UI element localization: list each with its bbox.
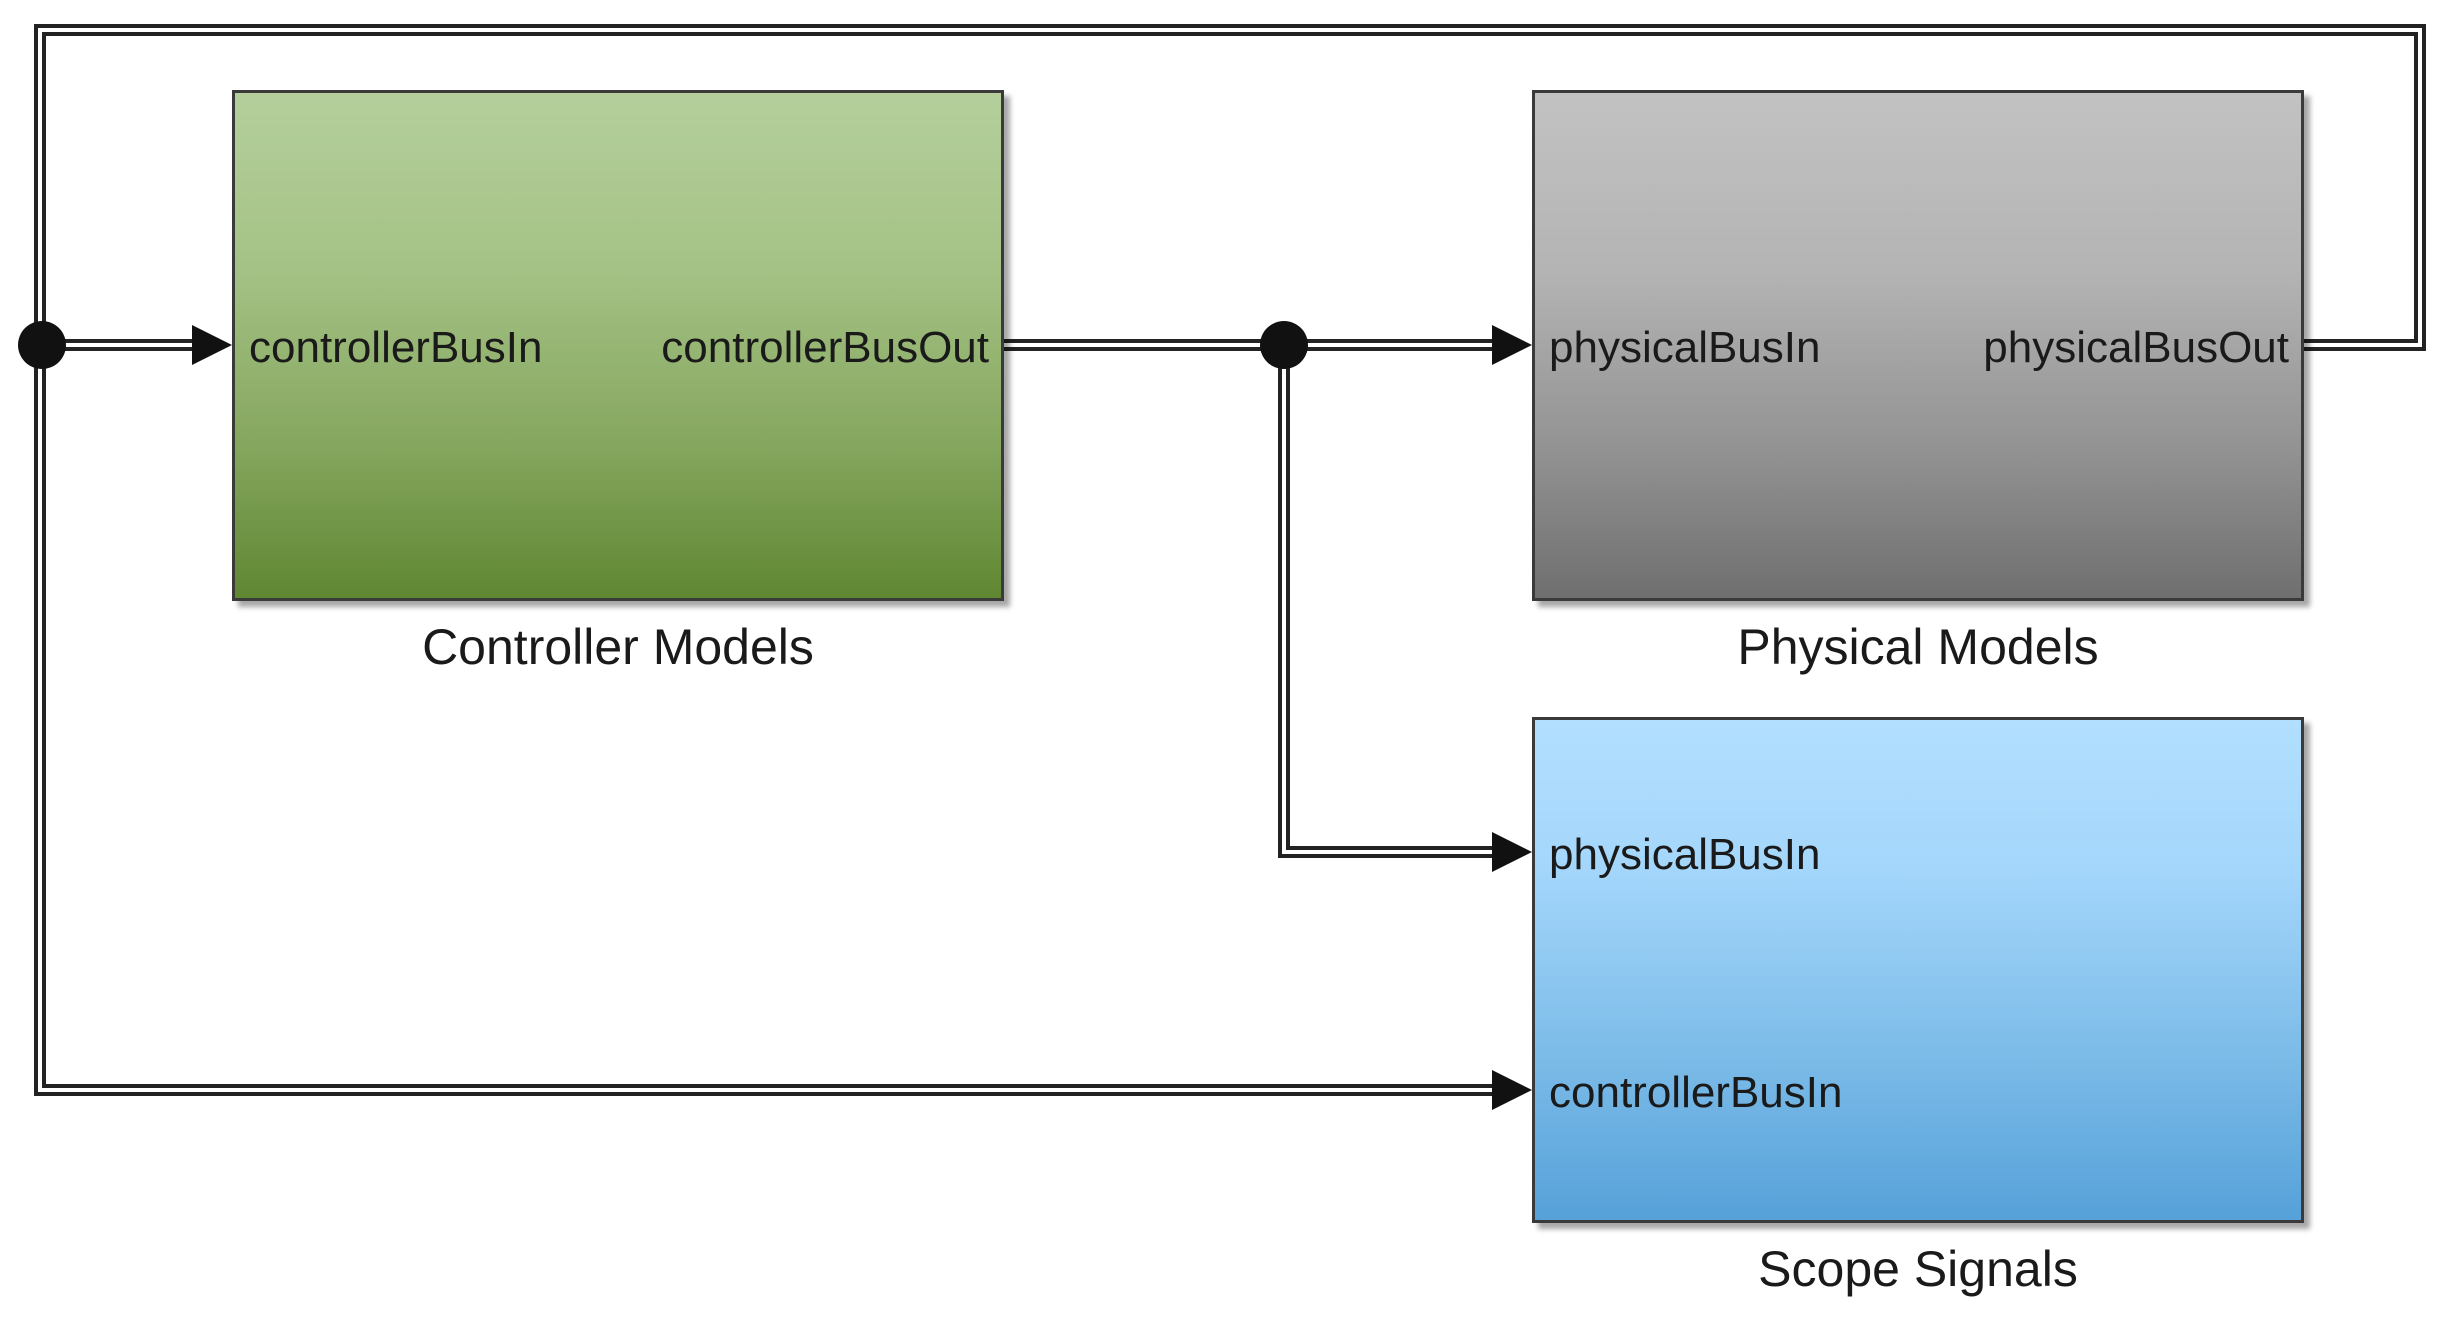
scope-physical-bus-in-port-label: physicalBusIn	[1549, 830, 1821, 879]
controller-bus-in-port-label: controllerBusIn	[249, 323, 543, 372]
bus-line-branch-to-scope-physical[interactable]	[1278, 345, 1495, 858]
branch-point-controller-out	[1260, 321, 1308, 369]
scope-signals-block[interactable]: physicalBusIn controllerBusIn	[1532, 717, 2304, 1223]
controller-models-title: Controller Models	[422, 619, 814, 675]
branch-point-feedback	[18, 321, 66, 369]
bus-line-physical-feedback[interactable]	[34, 24, 2426, 1096]
arrowhead-scope-controller-in	[1492, 1070, 1532, 1110]
scope-controller-bus-in-port-label: controllerBusIn	[1549, 1068, 1843, 1117]
arrowhead-scope-physical-in	[1492, 832, 1532, 872]
physical-models-block[interactable]: physicalBusIn physicalBusOut	[1532, 90, 2304, 601]
physical-bus-out-port-label: physicalBusOut	[1983, 323, 2289, 372]
arrowhead-physical-in	[1492, 325, 1532, 365]
scope-signals-title: Scope Signals	[1758, 1241, 2078, 1297]
arrowhead-controller-in	[192, 325, 232, 365]
physical-models-title: Physical Models	[1737, 619, 2099, 675]
controller-bus-out-port-label: controllerBusOut	[661, 323, 989, 372]
controller-models-block[interactable]: controllerBusIn controllerBusOut	[232, 90, 1004, 601]
physical-bus-in-port-label: physicalBusIn	[1549, 323, 1821, 372]
